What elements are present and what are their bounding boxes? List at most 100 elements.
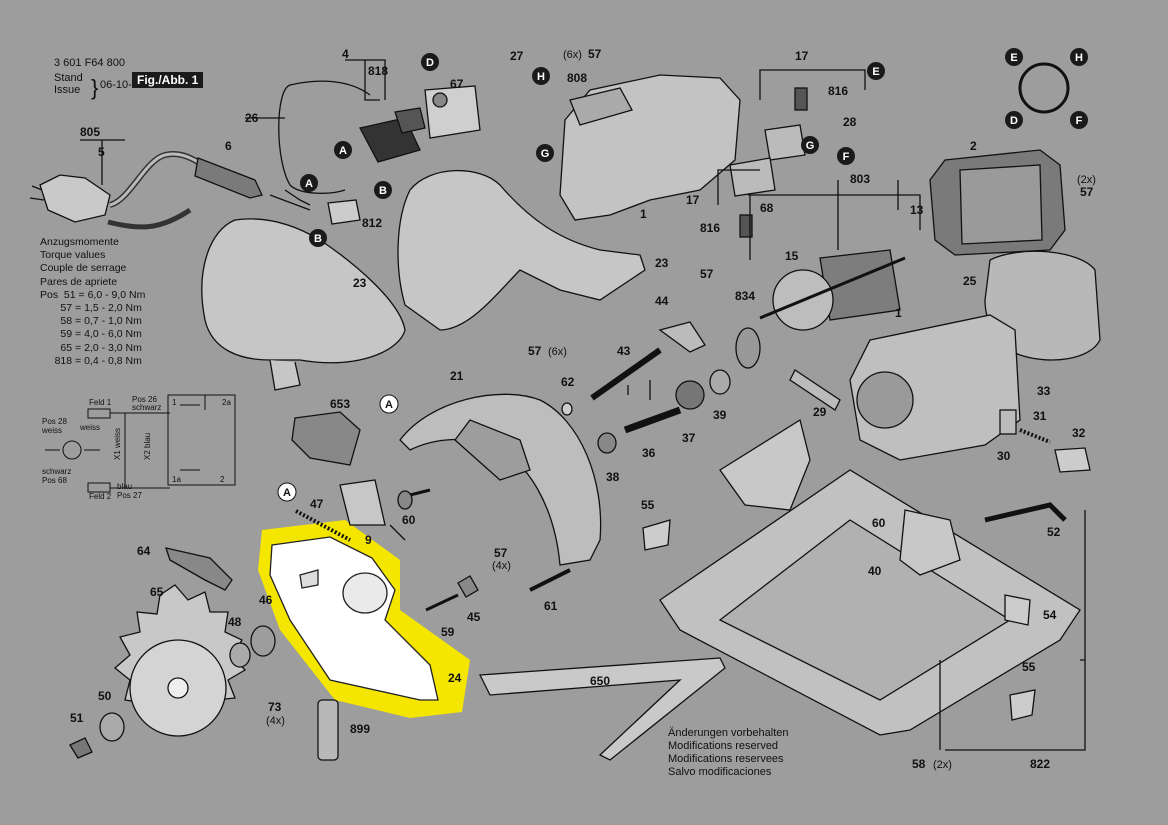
label-45: 45 (467, 610, 481, 624)
label-73: 73 (268, 700, 282, 714)
connector-G2 (801, 136, 819, 154)
connector-D1 (421, 53, 439, 71)
torque-line: 65 = 2,0 - 3,0 Nm (40, 341, 142, 354)
connector-A4-label: A (283, 487, 291, 499)
connector-G1 (536, 144, 554, 162)
label-816a: 816 (828, 84, 848, 98)
wiring-schwarz2: schwarz (132, 403, 161, 412)
spindle-36 (623, 406, 682, 434)
connector-F2 (1070, 111, 1088, 129)
connector-H1 (532, 67, 550, 85)
label-33: 33 (1037, 384, 1051, 398)
connector-D1-label: D (426, 57, 434, 69)
label-6: 6 (225, 139, 232, 153)
pin-61 (529, 568, 571, 592)
label-62: 62 (561, 375, 575, 389)
label-24: 24 (448, 671, 462, 685)
label-55a: 55 (641, 498, 655, 512)
guard-hole (342, 572, 388, 614)
figure-label: Fig./Abb. 1 (132, 72, 204, 88)
label-803: 803 (850, 172, 870, 186)
note-line: Modifications reserved (668, 740, 779, 752)
ring-connector (1018, 62, 1070, 114)
plug (39, 174, 111, 223)
label-59: 59 (441, 625, 455, 639)
torque-table: Anzugsmomente Torque values Couple de se… (40, 236, 145, 368)
wiring-t1: 1 (172, 398, 177, 407)
label-57e: 57 (494, 546, 508, 560)
handle-23-right (397, 169, 646, 331)
label-13: 13 (910, 203, 924, 217)
connector-B2 (309, 229, 327, 247)
label-4: 4 (342, 47, 349, 61)
connector-A2-label: A (305, 178, 313, 190)
label-57c-6x: (6x) (548, 346, 567, 358)
connector-E1 (867, 62, 885, 80)
connector-B1 (374, 181, 392, 199)
label-73-4x: (4x) (266, 715, 285, 727)
connector-A1 (334, 141, 352, 159)
wiring-pos26: Pos 26 (132, 395, 157, 404)
connector-F1 (837, 147, 855, 165)
label-57b: 57 (1080, 185, 1094, 199)
wiring-pos27: Pos 27 (117, 491, 142, 500)
clamping-flange (99, 712, 125, 742)
connector-H1-label: H (537, 71, 545, 83)
torque-line: Pos 51 = 6,0 - 9,0 Nm (40, 288, 146, 301)
label-44: 44 (655, 294, 669, 308)
label-9: 9 (365, 533, 372, 547)
brace: } (91, 75, 99, 100)
wiring-t1a: 1a (172, 475, 181, 484)
part-9 (339, 479, 386, 526)
torque-line: 58 = 0,7 - 1,0 Nm (40, 315, 142, 328)
label-54: 54 (1043, 608, 1057, 622)
label-37: 37 (682, 431, 696, 445)
label-46: 46 (259, 593, 273, 607)
connector-B2-label: B (314, 233, 322, 245)
label-5: 5 (98, 145, 105, 159)
label-812: 812 (362, 216, 382, 230)
torque-line: Pares de apriete (40, 275, 118, 288)
label-48: 48 (228, 615, 242, 629)
part-44 (658, 321, 706, 353)
label-57-6x: (6x) (563, 49, 582, 61)
label-25: 25 (963, 274, 977, 288)
label-64: 64 (137, 544, 151, 558)
label-31: 31 (1033, 409, 1047, 423)
label-21: 21 (450, 369, 464, 383)
label-57e-4x: (4x) (492, 560, 511, 572)
connector-F2-label: F (1076, 115, 1083, 127)
connector-G1-label: G (541, 148, 550, 160)
label-899: 899 (350, 722, 370, 736)
wiring-pos28: Pos 28 (42, 417, 67, 426)
connector-G2-label: G (806, 140, 815, 152)
wiring-pos68: Pos 68 (42, 476, 67, 485)
connector-B1-label: B (379, 185, 387, 197)
torque-line: 57 = 1,5 - 2,0 Nm (40, 302, 142, 315)
brush-holder-1 (764, 124, 806, 161)
label-52: 52 (1047, 525, 1061, 539)
torque-line: Torque values (40, 249, 106, 262)
note-line: Modifications reservees (668, 753, 784, 765)
bolt-51 (69, 737, 93, 759)
shaft-43 (590, 347, 662, 401)
label-28: 28 (843, 115, 857, 129)
doc-number: 3 601 F64 800 (54, 57, 125, 69)
part-653 (291, 411, 361, 466)
part-45 (457, 575, 479, 598)
label-1a: 1 (640, 207, 647, 221)
wiring-t2a: 2a (222, 398, 231, 407)
label-650: 650 (590, 674, 610, 688)
connector-E1-label: E (872, 66, 879, 78)
label-57c: 57 (528, 344, 542, 358)
label-65: 65 (150, 585, 164, 599)
saw-blade (113, 584, 247, 737)
label-57d: 57 (700, 267, 714, 281)
brush-holder-2 (729, 157, 776, 197)
label-51: 51 (70, 711, 84, 725)
torque-line: 818 = 0,4 - 0,8 Nm (40, 354, 142, 367)
connector-A3 (379, 394, 399, 414)
